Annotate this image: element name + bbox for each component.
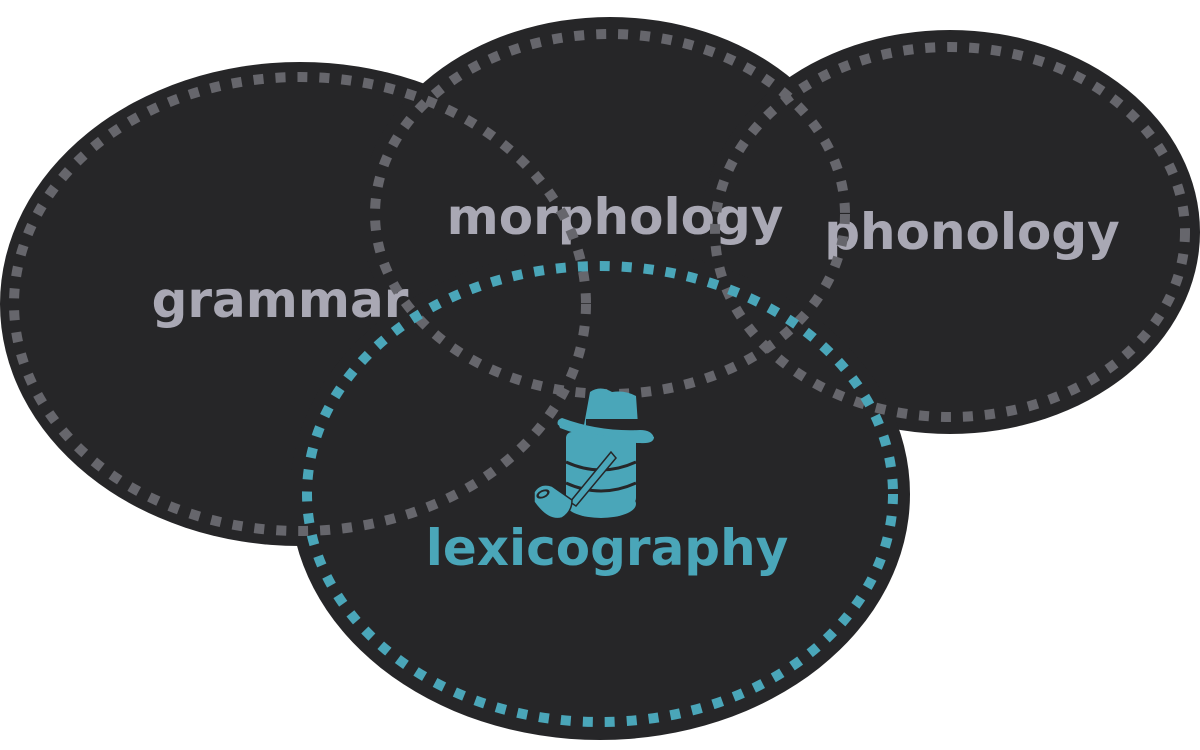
grammar-ring — [9, 72, 591, 536]
detective-database-icon — [533, 388, 654, 520]
phonology-ring — [710, 42, 1190, 422]
dashed-rings — [9, 29, 1190, 727]
morphology-label: morphology — [447, 188, 784, 246]
morphology-ring — [370, 29, 850, 399]
pipe-icon — [533, 450, 617, 520]
hat-icon — [557, 388, 654, 444]
labels: grammar morphology phonology lexicograph… — [152, 188, 1120, 577]
lexicography-label: lexicography — [426, 519, 789, 577]
phonology-label: phonology — [824, 203, 1120, 261]
ellipse-fills — [0, 17, 1200, 740]
lexicography-ring — [302, 261, 898, 727]
grammar-label: grammar — [152, 271, 409, 329]
